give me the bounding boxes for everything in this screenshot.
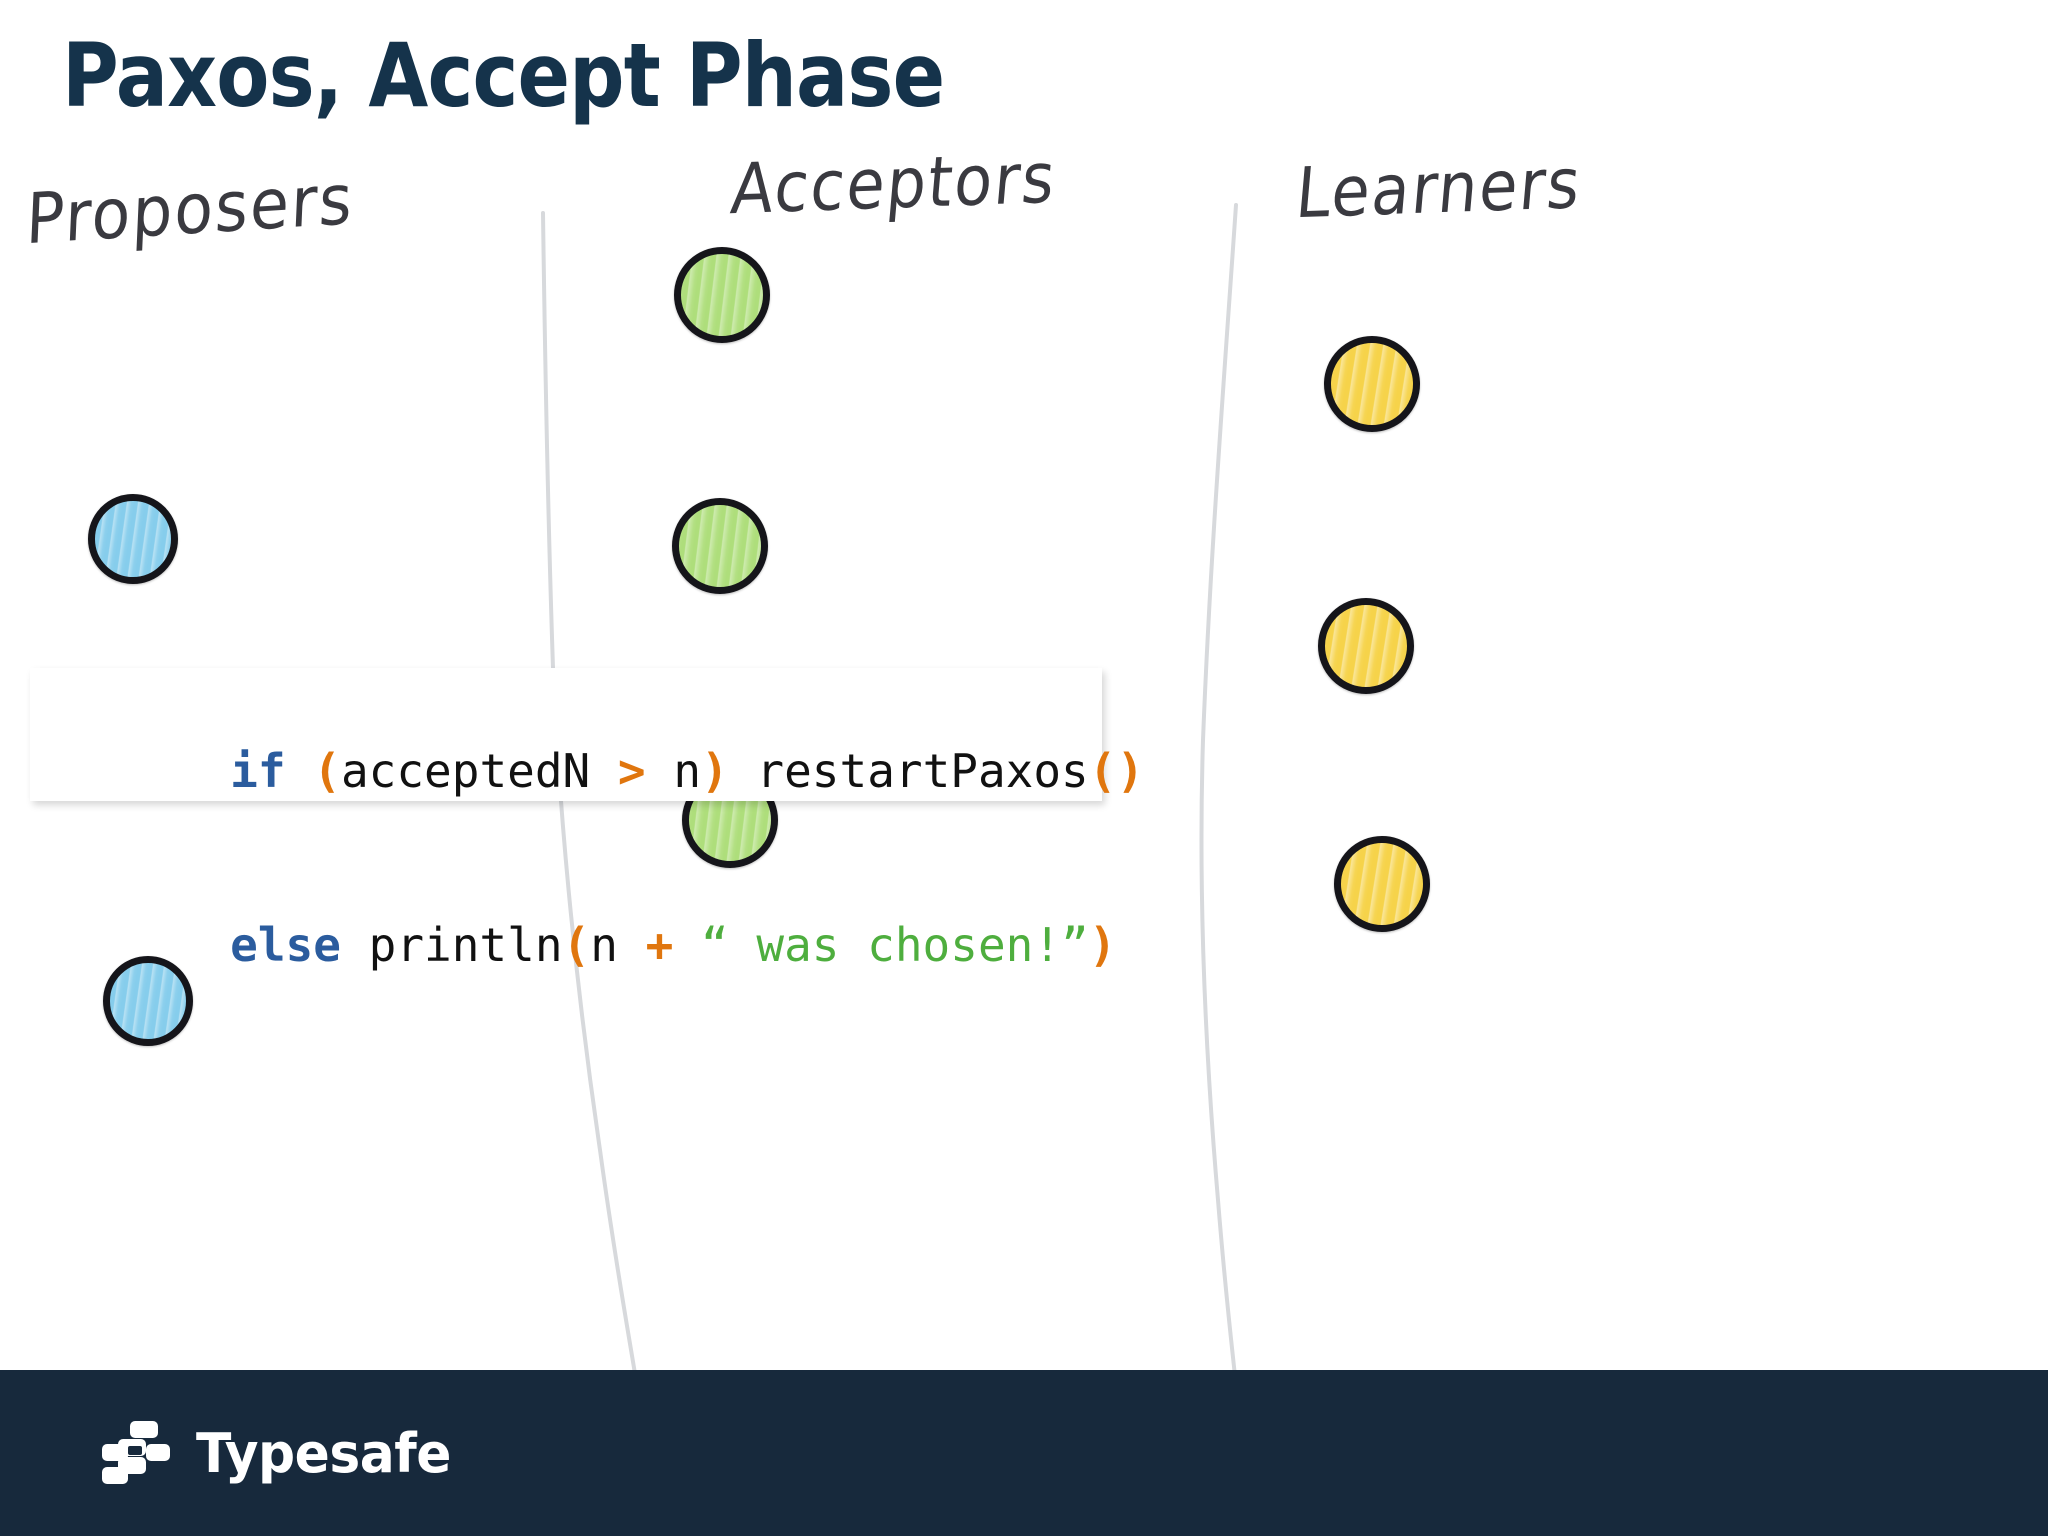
code-token-identifier: acceptedN bbox=[340, 744, 618, 798]
code-token-paren: ( bbox=[562, 918, 591, 972]
pencil-texture bbox=[679, 505, 761, 587]
code-token-identifier: println bbox=[340, 918, 563, 972]
pencil-texture bbox=[681, 254, 763, 336]
page-title: Paxos, Accept Phase bbox=[62, 24, 945, 127]
code-token-space bbox=[286, 744, 314, 798]
code-token-keyword: if bbox=[230, 744, 286, 798]
code-token-operator: + bbox=[645, 918, 674, 972]
column-label-proposers: Proposers bbox=[24, 157, 356, 261]
code-token-keyword: else bbox=[230, 918, 341, 972]
pencil-texture bbox=[1331, 343, 1413, 425]
code-token-string: “ was chosen!” bbox=[673, 918, 1089, 972]
code-line-2: else println(n + “ was chosen!”) bbox=[64, 858, 1116, 1032]
acceptor-node[interactable] bbox=[674, 247, 770, 343]
code-token-paren: ) bbox=[701, 744, 729, 798]
code-token-operator: > bbox=[617, 744, 646, 798]
footer-brand-label: Typesafe bbox=[196, 1421, 451, 1485]
pencil-texture bbox=[1325, 605, 1407, 687]
code-token-identifier: n bbox=[590, 918, 646, 972]
code-token-paren: ) bbox=[1088, 918, 1117, 972]
column-label-acceptors: Acceptors bbox=[727, 136, 1060, 231]
pencil-texture bbox=[1341, 843, 1423, 925]
divider-line-right bbox=[1199, 203, 1239, 1397]
learner-node[interactable] bbox=[1324, 336, 1420, 432]
code-callout: if (acceptedN > n) restartPaxos() else p… bbox=[30, 668, 1144, 972]
typesafe-blocks-icon bbox=[102, 1421, 170, 1484]
code-token-identifier: restartPaxos bbox=[728, 744, 1089, 798]
code-token-paren: ( bbox=[313, 744, 341, 798]
learner-node[interactable] bbox=[1334, 836, 1430, 932]
code-line-1: if (acceptedN > n) restartPaxos() bbox=[64, 684, 1144, 858]
code-token-identifier: n bbox=[645, 744, 702, 798]
footer-bar: Typesafe bbox=[0, 1370, 2048, 1536]
code-token-paren: () bbox=[1088, 744, 1145, 798]
learner-node[interactable] bbox=[1318, 598, 1414, 694]
column-label-learners: Learners bbox=[1292, 142, 1586, 235]
acceptor-node[interactable] bbox=[672, 498, 768, 594]
pencil-texture bbox=[95, 501, 171, 577]
proposer-node[interactable] bbox=[103, 956, 193, 1046]
proposer-node[interactable] bbox=[88, 494, 178, 584]
